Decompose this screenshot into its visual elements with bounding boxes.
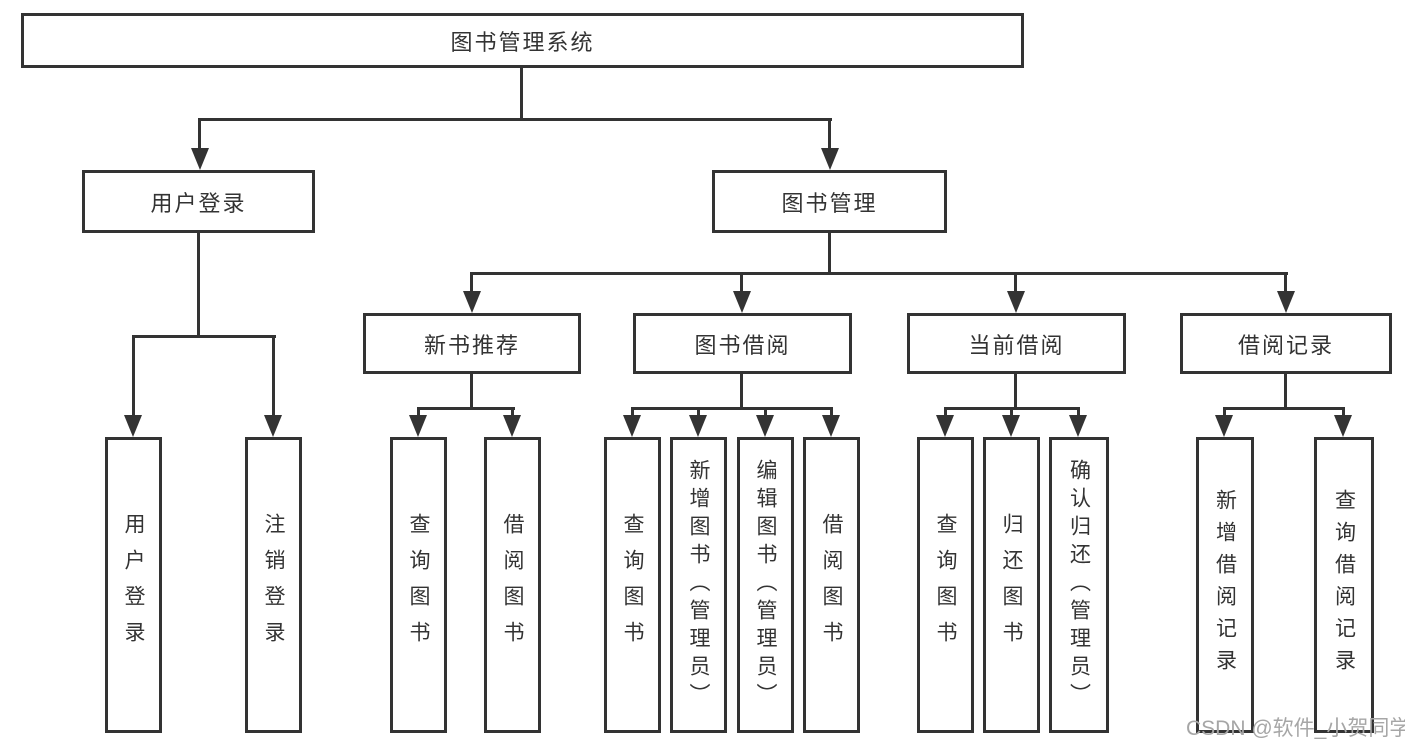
- arrowhead-down-icon: [733, 291, 751, 313]
- leaf-return-book: 归还图书: [983, 437, 1040, 733]
- connector-line: [197, 233, 200, 338]
- connector-line: [740, 272, 743, 295]
- leaf-edit-book-admin: 编辑图书（管理员）: [737, 437, 794, 733]
- connector-line: [417, 407, 420, 421]
- arrowhead-down-icon: [623, 415, 641, 437]
- leaf-query-books-recommend-label: 查询图书: [407, 513, 430, 657]
- connector-line: [697, 407, 700, 421]
- connector-line: [1014, 272, 1017, 295]
- arrowhead-down-icon: [463, 291, 481, 313]
- arrowhead-down-icon: [756, 415, 774, 437]
- connector-line: [198, 118, 832, 121]
- node-root: 图书管理系统: [21, 13, 1024, 68]
- leaf-user-login: 用户登录: [105, 437, 162, 733]
- node-book-borrowing: 图书借阅: [633, 313, 852, 374]
- node-book-management-label: 图书管理: [781, 190, 878, 216]
- arrowhead-down-icon: [1069, 415, 1087, 437]
- node-user-login-label: 用户登录: [150, 190, 247, 216]
- node-book-borrowing-label: 图书借阅: [694, 332, 791, 358]
- node-user-login: 用户登录: [82, 170, 315, 233]
- leaf-query-books-current-label: 查询图书: [934, 513, 957, 657]
- connector-line: [830, 407, 833, 421]
- node-current-borrowing: 当前借阅: [907, 313, 1126, 374]
- leaf-borrow-books-borrowing-label: 借阅图书: [820, 513, 843, 657]
- connector-line: [1010, 407, 1013, 421]
- connector-line: [511, 407, 514, 421]
- connector-line: [1223, 407, 1226, 421]
- connector-line: [1077, 407, 1080, 421]
- arrowhead-down-icon: [1007, 291, 1025, 313]
- leaf-query-books-borrowing-label: 查询图书: [621, 513, 644, 657]
- leaf-borrow-books-borrowing: 借阅图书: [803, 437, 860, 733]
- arrowhead-down-icon: [409, 415, 427, 437]
- connector-line: [1223, 407, 1345, 410]
- connector-line: [1284, 373, 1287, 410]
- connector-line: [1342, 407, 1345, 421]
- connector-line: [132, 335, 135, 419]
- connector-line: [132, 335, 276, 338]
- leaf-edit-book-admin-label: 编辑图书（管理员）: [754, 459, 777, 711]
- arrowhead-down-icon: [503, 415, 521, 437]
- leaf-logout: 注销登录: [245, 437, 302, 733]
- leaf-query-books-borrowing: 查询图书: [604, 437, 661, 733]
- leaf-add-book-admin-label: 新增图书（管理员）: [687, 459, 710, 711]
- connector-line: [631, 407, 833, 410]
- node-book-management: 图书管理: [712, 170, 947, 233]
- node-new-book-recommend-label: 新书推荐: [423, 332, 520, 358]
- node-new-book-recommend: 新书推荐: [363, 313, 581, 374]
- leaf-query-books-current: 查询图书: [917, 437, 974, 733]
- connector-line: [1014, 373, 1017, 410]
- arrowhead-down-icon: [936, 415, 954, 437]
- connector-line: [198, 118, 201, 152]
- watermark: CSDN @软件_小贺同学: [1186, 717, 1405, 740]
- arrowhead-down-icon: [689, 415, 707, 437]
- connector-line: [944, 407, 947, 421]
- leaf-add-borrow-record-label: 新增借阅记录: [1213, 489, 1237, 681]
- connector-line: [631, 407, 634, 421]
- connector-line: [520, 68, 523, 121]
- leaf-return-book-label: 归还图书: [1000, 513, 1023, 657]
- connector-line: [828, 233, 831, 275]
- arrowhead-down-icon: [1002, 415, 1020, 437]
- arrowhead-down-icon: [822, 415, 840, 437]
- arrowhead-down-icon: [124, 415, 142, 437]
- leaf-add-book-admin: 新增图书（管理员）: [670, 437, 727, 733]
- connector-line: [828, 118, 831, 152]
- leaf-query-books-recommend: 查询图书: [390, 437, 447, 733]
- connector-line: [764, 407, 767, 421]
- connector-line: [470, 272, 1288, 275]
- leaf-logout-label: 注销登录: [262, 513, 285, 657]
- connector-line: [740, 373, 743, 410]
- connector-line: [1284, 272, 1287, 295]
- connector-line: [417, 407, 515, 410]
- leaf-borrow-books-recommend-label: 借阅图书: [501, 513, 524, 657]
- connector-line: [470, 373, 473, 410]
- arrowhead-down-icon: [1215, 415, 1233, 437]
- leaf-confirm-return-admin-label: 确认归还（管理员）: [1067, 459, 1091, 711]
- node-current-borrowing-label: 当前借阅: [968, 332, 1065, 358]
- leaf-confirm-return-admin: 确认归还（管理员）: [1049, 437, 1109, 733]
- leaf-query-borrow-record: 查询借阅记录: [1314, 437, 1374, 733]
- node-borrowing-records: 借阅记录: [1180, 313, 1392, 374]
- arrowhead-down-icon: [191, 148, 209, 170]
- leaf-borrow-books-recommend: 借阅图书: [484, 437, 541, 733]
- node-borrowing-records-label: 借阅记录: [1237, 332, 1334, 358]
- arrowhead-down-icon: [821, 148, 839, 170]
- leaf-query-borrow-record-label: 查询借阅记录: [1332, 489, 1356, 681]
- arrowhead-down-icon: [264, 415, 282, 437]
- leaf-add-borrow-record: 新增借阅记录: [1196, 437, 1254, 733]
- connector-line: [272, 335, 275, 419]
- connector-line: [470, 272, 473, 295]
- leaf-user-login-label: 用户登录: [122, 513, 145, 657]
- arrowhead-down-icon: [1277, 291, 1295, 313]
- arrowhead-down-icon: [1334, 415, 1352, 437]
- node-root-label: 图书管理系统: [450, 29, 595, 55]
